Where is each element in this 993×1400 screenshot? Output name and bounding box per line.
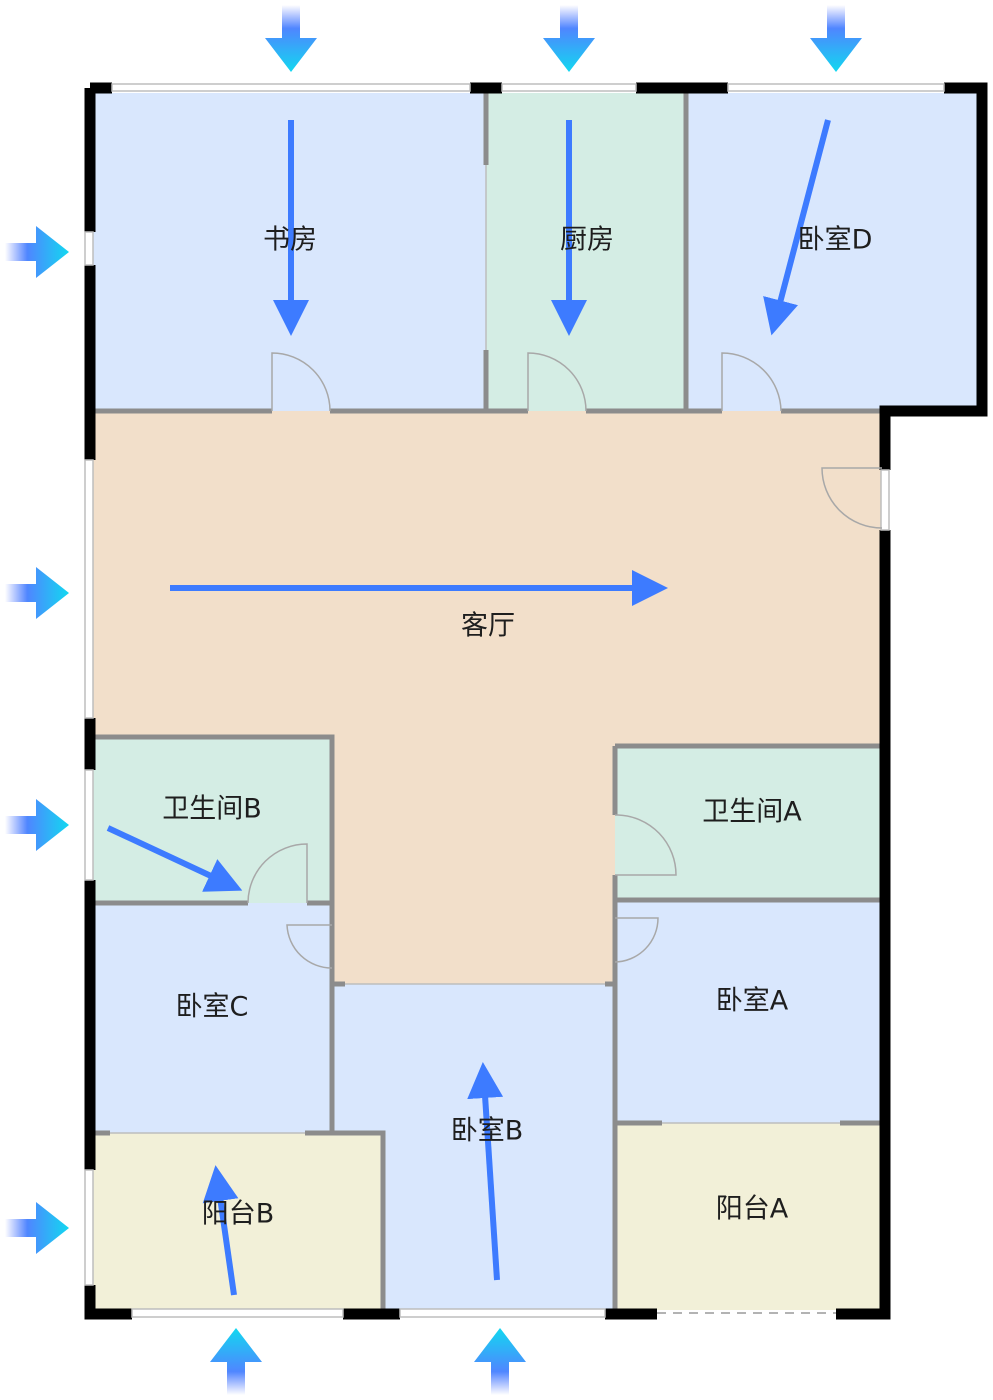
room-bedroom-c: [93, 903, 332, 1133]
room-kitchen: [486, 93, 686, 411]
room-balcony-b: [93, 1133, 383, 1310]
door-bedroom-a[interactable]: [614, 917, 659, 963]
room-bedroom-d: [686, 93, 978, 411]
label-bathroom-a: 卫生间A: [702, 797, 802, 828]
exterior-walls: [84, 82, 988, 1320]
doors: [247, 352, 883, 969]
ventilation-arrows: [5, 5, 862, 1395]
wind-arrow-right-icon: [5, 799, 69, 851]
wind-arrow-right-icon: [5, 226, 69, 278]
room-bedroom-a: [615, 900, 882, 1123]
door-bedroom-d[interactable]: [721, 352, 782, 412]
label-bedroom-d: 卧室D: [798, 225, 873, 256]
label-study: 书房: [263, 225, 317, 256]
wind-arrow-up-icon: [210, 1328, 262, 1395]
room-labels: 书房 厨房 卧室D 客厅 卫生间B 卫生间A 卧室C 卧室A 卧室B 阳台B 阳…: [162, 225, 872, 1230]
label-bedroom-c: 卧室C: [176, 992, 249, 1023]
airflow-arrow-icon: [763, 119, 831, 336]
room-fills: [93, 93, 978, 1310]
room-balcony-a: [615, 1123, 882, 1310]
door-kitchen[interactable]: [527, 352, 587, 412]
wind-arrow-down-icon: [265, 5, 317, 72]
airflow-arrow-icon: [106, 825, 243, 892]
label-bedroom-b: 卧室B: [451, 1116, 524, 1147]
room-bedroom-b: [332, 984, 615, 1310]
partitions: [110, 165, 840, 1134]
door-entrance[interactable]: [821, 467, 883, 529]
label-balcony-a: 阳台A: [716, 1194, 789, 1225]
label-bedroom-a: 卧室A: [716, 986, 789, 1017]
airflow-arrow-icon: [467, 1062, 504, 1281]
wind-arrow-right-icon: [5, 567, 69, 619]
label-balcony-b: 阳台B: [202, 1199, 275, 1230]
label-kitchen: 厨房: [560, 225, 614, 256]
windows: [84, 83, 945, 1318]
door-bathroom-a[interactable]: [615, 814, 677, 876]
wind-arrow-right-icon: [5, 1202, 69, 1254]
wind-arrow-down-icon: [543, 5, 595, 72]
interior-walls: [93, 93, 882, 1310]
door-study[interactable]: [271, 352, 331, 412]
wind-arrow-down-icon: [810, 5, 862, 72]
door-bedroom-c[interactable]: [286, 924, 333, 969]
label-living: 客厅: [461, 611, 515, 642]
room-living: [93, 411, 882, 984]
wind-arrow-up-icon: [474, 1328, 526, 1395]
label-bathroom-b: 卫生间B: [162, 794, 262, 825]
airflow-arrow-icon: [202, 1165, 239, 1296]
door-bathroom-b[interactable]: [247, 843, 308, 904]
airflow-arrows: [106, 119, 831, 1296]
